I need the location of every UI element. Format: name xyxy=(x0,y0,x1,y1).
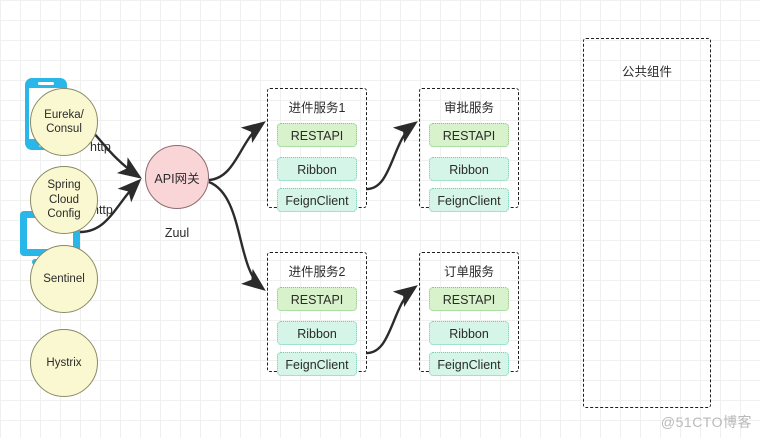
common-components-title: 公共组件 xyxy=(621,65,672,79)
service-box-intake-service-2[interactable]: 进件服务2 RESTAPI Ribbon FeignClient xyxy=(267,252,367,376)
edge-label-http-phone: http xyxy=(90,140,111,154)
common-components-panel: 公共组件 xyxy=(583,38,711,408)
api-gateway-subtitle: Zuul xyxy=(164,226,190,240)
service-title: 进件服务1 xyxy=(288,101,346,115)
service-layer-feignclient[interactable]: FeignClient xyxy=(429,352,509,376)
component-label: Spring Cloud Config xyxy=(47,179,81,221)
phone-speaker-icon xyxy=(38,82,54,85)
edge-gateway-to-intake2 xyxy=(208,180,266,291)
service-layer-restapi[interactable]: RESTAPI xyxy=(429,287,509,311)
service-layer-ribbon[interactable]: Ribbon xyxy=(429,157,509,181)
service-layer-ribbon[interactable]: Ribbon xyxy=(277,157,357,181)
service-box-order-service[interactable]: 订单服务 RESTAPI Ribbon FeignClient xyxy=(419,252,519,376)
service-layer-restapi[interactable]: RESTAPI xyxy=(429,123,509,147)
service-layer-ribbon[interactable]: Ribbon xyxy=(429,321,509,345)
service-layer-feignclient[interactable]: FeignClient xyxy=(429,188,509,212)
component-label: Sentinel xyxy=(43,272,85,285)
service-title: 订单服务 xyxy=(443,265,494,279)
component-label: Hystrix xyxy=(46,356,82,369)
service-layer-restapi[interactable]: RESTAPI xyxy=(277,287,357,311)
component-label: Eureka/ Consul xyxy=(44,108,84,135)
component-node-hystrix[interactable]: Hystrix xyxy=(30,329,98,397)
watermark: @51CTO博客 xyxy=(660,414,752,430)
service-title: 审批服务 xyxy=(443,101,494,115)
service-layer-feignclient[interactable]: FeignClient xyxy=(277,352,357,376)
edge-intake2-to-order xyxy=(365,285,418,355)
service-layer-feignclient[interactable]: FeignClient xyxy=(277,188,357,212)
service-title: 进件服务2 xyxy=(288,265,346,279)
api-gateway-node[interactable]: API网关 xyxy=(145,145,209,209)
component-node-spring-cloud-config[interactable]: Spring Cloud Config xyxy=(30,166,98,234)
api-gateway-label: API网关 xyxy=(154,171,200,186)
service-box-approval-service[interactable]: 审批服务 RESTAPI Ribbon FeignClient xyxy=(419,88,519,212)
service-layer-ribbon[interactable]: Ribbon xyxy=(277,321,357,345)
edge-intake1-to-approval xyxy=(365,121,418,191)
component-node-sentinel[interactable]: Sentinel xyxy=(30,245,98,313)
component-node-eureka-consul[interactable]: Eureka/ Consul xyxy=(30,88,98,156)
service-box-intake-service-1[interactable]: 进件服务1 RESTAPI Ribbon FeignClient xyxy=(267,88,367,212)
service-layer-restapi[interactable]: RESTAPI xyxy=(277,123,357,147)
edge-gateway-to-intake1 xyxy=(208,121,266,182)
